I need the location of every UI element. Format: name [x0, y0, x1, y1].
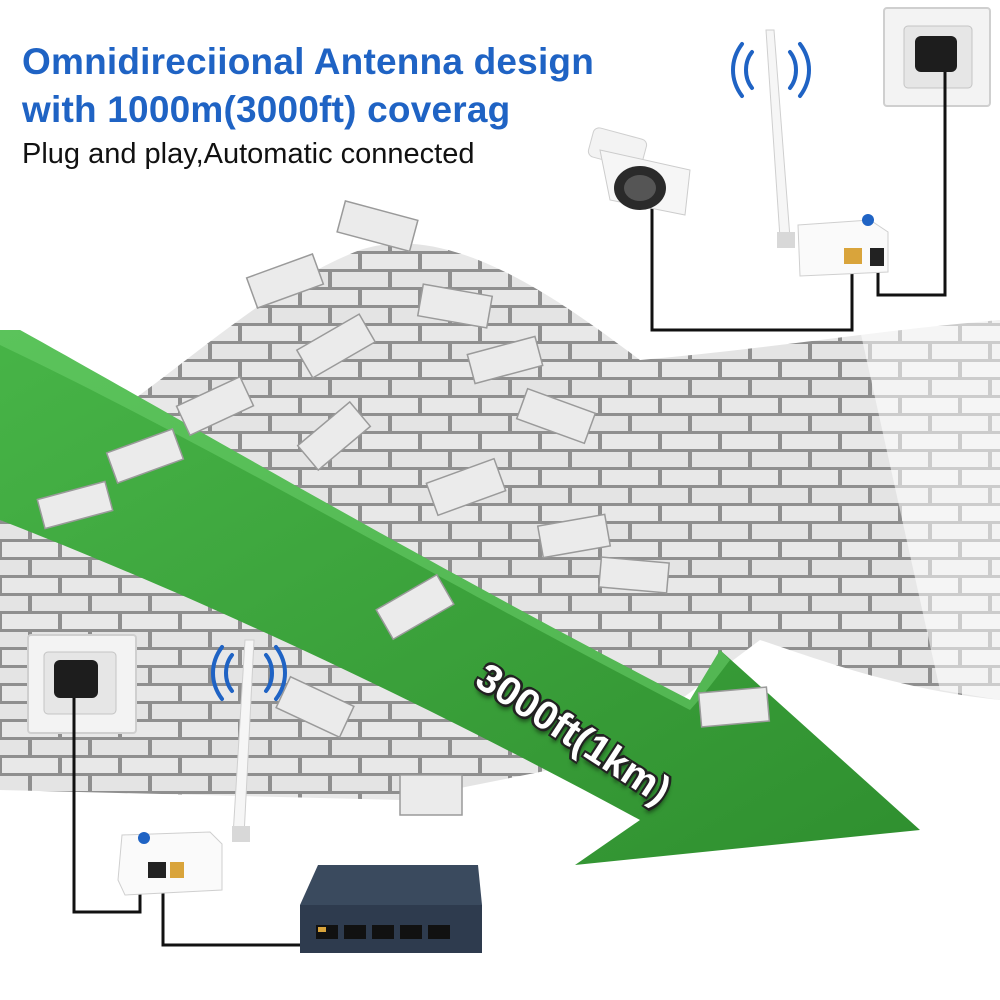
range-arrow	[0, 330, 920, 865]
power-outlet-icon	[27, 634, 137, 734]
flying-bricks	[36, 200, 771, 816]
network-switch-icon	[300, 865, 482, 953]
power-cable	[650, 72, 947, 332]
power-cable	[72, 698, 305, 947]
wifi-signal-icon	[731, 42, 811, 98]
bridge-device-icon	[765, 29, 889, 277]
bridge-device-icon	[117, 639, 255, 896]
wifi-signal-icon	[211, 645, 287, 701]
security-camera-icon	[587, 127, 691, 216]
headline-line-1: Omnidireciional Antenna design	[22, 41, 595, 82]
power-outlet-icon	[883, 7, 991, 107]
headline-line-2: with 1000m(3000ft) coverag	[22, 89, 511, 130]
subheadline: Plug and play,Automatic connected	[22, 138, 475, 170]
